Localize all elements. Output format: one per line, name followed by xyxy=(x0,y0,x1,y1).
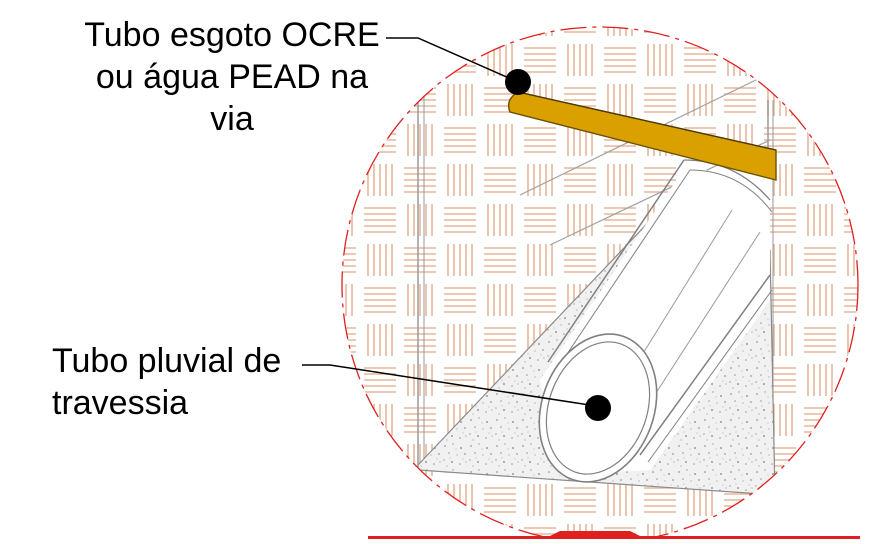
soil-area xyxy=(342,27,858,543)
leader-line-storm xyxy=(302,364,597,407)
label-sewer-pipe-line-2: ou água PEAD na xyxy=(95,58,369,96)
leader-dot-sewer xyxy=(505,69,531,95)
detail-boundary xyxy=(341,26,859,544)
label-storm-pipe-line-2: travessia xyxy=(52,384,189,422)
label-sewer-pipe-line-3: via xyxy=(210,100,254,138)
label-sewer-pipe: Tubo esgoto OCRE ou água PEAD na via xyxy=(52,14,412,140)
label-sewer-pipe-line-1: Tubo esgoto OCRE xyxy=(84,16,380,54)
section-cut-line xyxy=(368,536,860,539)
label-storm-pipe: Tubo pluvial de travessia xyxy=(52,340,281,424)
section-cut-mark xyxy=(550,531,640,536)
leader-dot-storm xyxy=(585,395,611,421)
leader-line-sewer xyxy=(386,37,519,83)
label-storm-pipe-line-1: Tubo pluvial de xyxy=(52,342,282,380)
